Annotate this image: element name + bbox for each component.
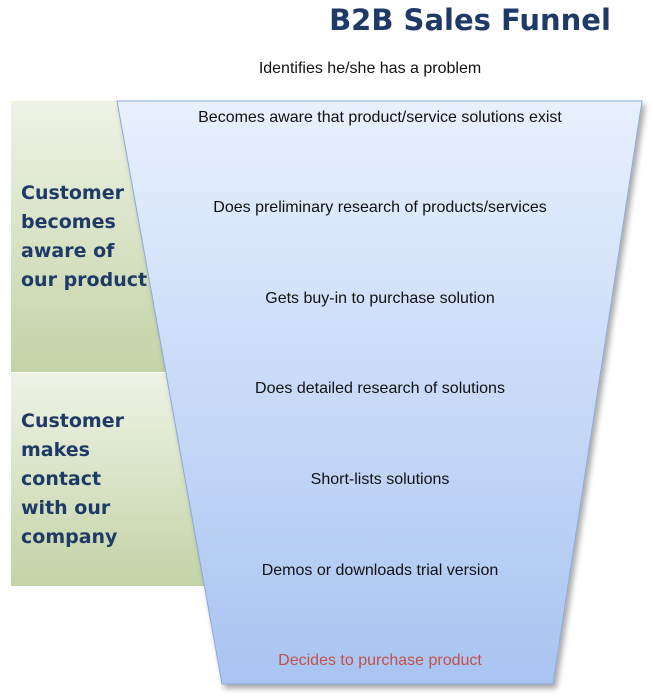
step-short-lists: Short-lists solutions — [310, 471, 450, 488]
funnel-body — [116, 100, 643, 685]
step-detailed-research: Does detailed research of solutions — [255, 380, 505, 397]
stage-label-contact: Customer makes contact with our company — [21, 410, 124, 548]
stage-box-aware: Customer becomes aware of our product — [11, 101, 211, 372]
step-decides-purchase: Decides to purchase product — [278, 652, 482, 669]
stage-box-contact: Customer makes contact with our company — [11, 373, 211, 586]
step-identifies-problem: Identifies he/she has a problem — [258, 60, 482, 77]
stage-label-aware: Customer becomes aware of our product — [21, 182, 148, 291]
step-aware-solutions: Becomes aware that product/service solut… — [198, 109, 562, 126]
diagram-title: B2B Sales Funnel — [329, 3, 611, 37]
step-buy-in: Gets buy-in to purchase solution — [265, 290, 495, 307]
step-preliminary-research: Does preliminary research of products/se… — [213, 199, 547, 216]
step-demos-trial: Demos or downloads trial version — [261, 562, 499, 579]
